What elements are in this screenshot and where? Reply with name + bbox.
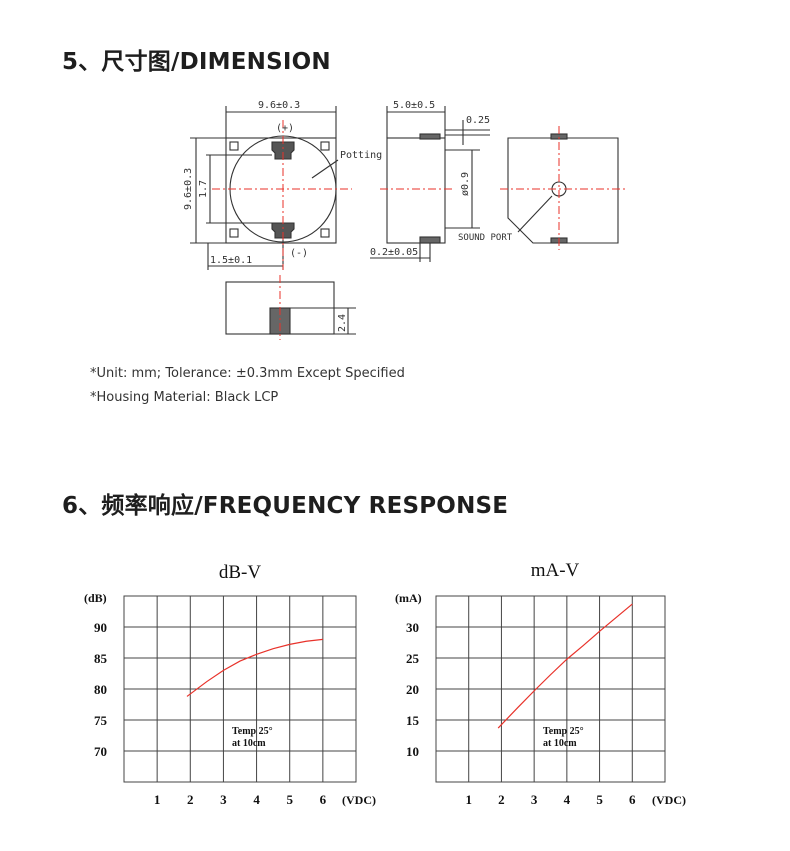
chart-0-ylabel: (dB) — [84, 591, 107, 605]
chart-0-xtick-label: 5 — [286, 792, 293, 807]
chart-0-xtick-label: 6 — [320, 792, 327, 807]
chart-1-xlabel: (VDC) — [652, 793, 686, 807]
side-pin-bottom — [419, 236, 441, 244]
chart-0-xlabel: (VDC) — [342, 793, 376, 807]
chart-1-ytick-label: 10 — [406, 744, 419, 759]
chart-0-ytick-label: 70 — [94, 744, 107, 759]
chart-1-title: mA-V — [531, 560, 580, 581]
chart-0-annotation: at 10cm — [232, 738, 266, 749]
dimension-section-title: 5、尺寸图/DIMENSION — [62, 49, 331, 75]
chart-0-annotation: Temp 25° — [232, 726, 273, 737]
chart-0-xtick-label: 4 — [253, 792, 260, 807]
chart-1-annotation: at 10cm — [543, 738, 577, 749]
corner-hole-br — [320, 228, 330, 238]
dim-port-dia-label: ø0.9 — [460, 172, 471, 196]
frequency-section-title: 6、频率响应/FREQUENCY RESPONSE — [62, 493, 509, 519]
dim-pin-gap-label: 1.7 — [198, 180, 209, 198]
chart-1-xtick-label: 1 — [465, 792, 472, 807]
minus-label: (-) — [290, 248, 308, 259]
chart-1-xtick-label: 4 — [564, 792, 571, 807]
chart-1-xtick-label: 6 — [629, 792, 636, 807]
side-view-body — [386, 137, 446, 244]
chart-1-xtick-label: 2 — [498, 792, 505, 807]
chart-0-xtick-label: 2 — [187, 792, 194, 807]
back-view-body — [507, 137, 619, 244]
chart-1-ytick-label: 20 — [406, 682, 419, 697]
dim-height-label: 9.6±0.3 — [183, 168, 194, 210]
chart-1-ytick-label: 25 — [406, 651, 420, 666]
chart-0-ytick-label: 75 — [94, 713, 108, 728]
chart-0-xtick-label: 3 — [220, 792, 227, 807]
potting-label: Potting — [340, 150, 382, 161]
corner-hole-bl — [229, 228, 239, 238]
chart-1-ytick-label: 15 — [406, 713, 420, 728]
sound-port-label: SOUND PORT — [458, 233, 513, 243]
chart-0-series-line — [186, 638, 323, 697]
chart-1-ytick-label: 30 — [406, 620, 419, 635]
chart-1-xtick-label: 5 — [596, 792, 603, 807]
chart-1-xtick-label: 3 — [531, 792, 538, 807]
corner-hole-tl — [229, 141, 239, 151]
chart-0-ytick-label: 85 — [94, 651, 108, 666]
unit-note: *Unit: mm; Tolerance: ±0.3mm Except Spec… — [90, 366, 405, 381]
chart-0-title: dB-V — [219, 562, 262, 583]
dim-bottom-gap-label: 0.2±0.05 — [370, 247, 418, 258]
plus-label: (+) — [276, 123, 294, 134]
dim-side-height-label: 2.4 — [337, 314, 348, 332]
dim-depth-label: 5.0±0.5 — [393, 100, 435, 111]
minus-terminal — [271, 222, 295, 239]
chart-0-xtick-label: 1 — [154, 792, 161, 807]
dimension-drawing: 9.6±0.3 (+) (-) Potting 9.6±0.3 1.7 1.5±… — [183, 100, 628, 340]
plus-terminal — [271, 141, 295, 160]
side-pin-top — [419, 133, 441, 140]
dim-pin-thickness-label: 0.25 — [466, 115, 490, 126]
chart-1-annotation: Temp 25° — [543, 726, 584, 737]
chart-0-ytick-label: 90 — [94, 620, 107, 635]
chart-1-series-line — [497, 603, 633, 729]
dim-width-label: 9.6±0.3 — [258, 100, 300, 111]
chart-0-ytick-label: 80 — [94, 682, 107, 697]
corner-hole-tr — [320, 141, 330, 151]
dim-pin-offset-label: 1.5±0.1 — [210, 255, 252, 266]
housing-note: *Housing Material: Black LCP — [90, 390, 279, 405]
chart-1-ylabel: (mA) — [395, 591, 422, 605]
